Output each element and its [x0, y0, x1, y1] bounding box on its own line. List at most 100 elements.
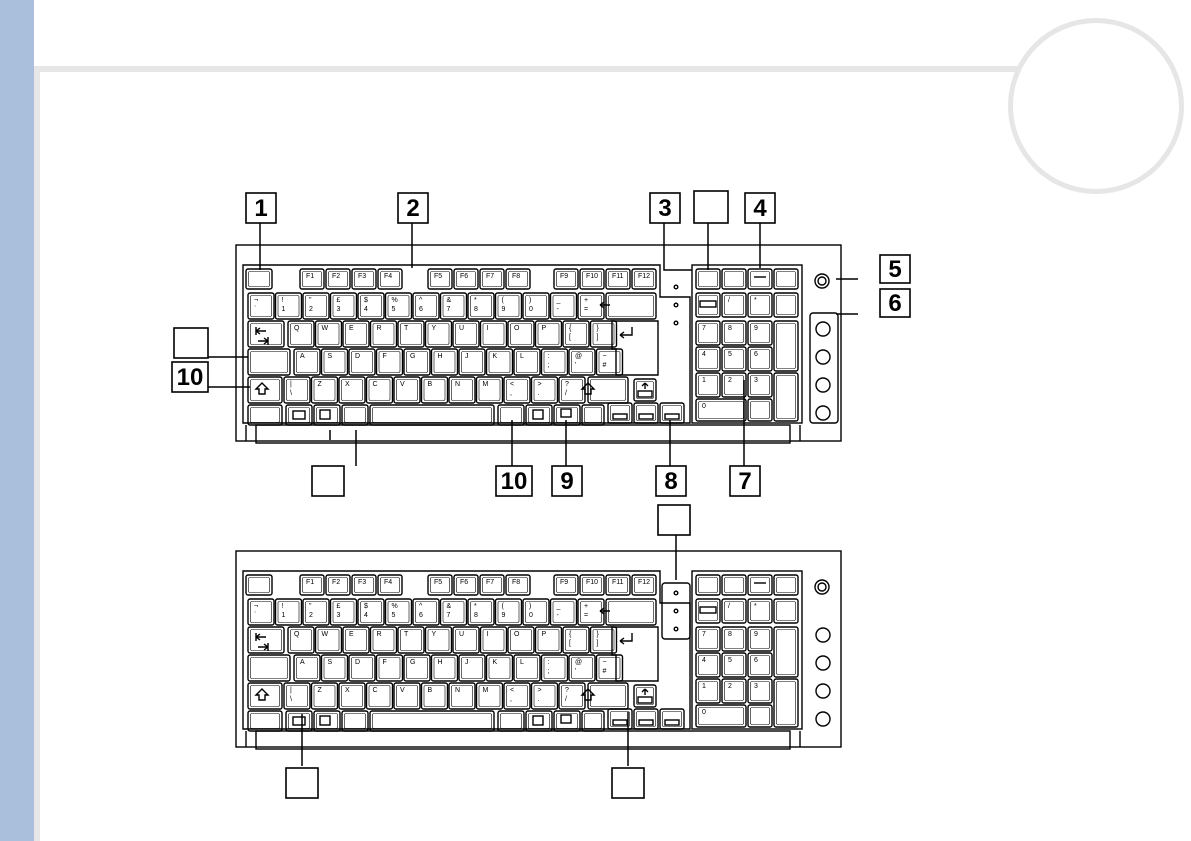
numpad-divide-key-inner: [724, 601, 744, 621]
key-row3-inner: [433, 351, 456, 373]
key-row4: [503, 682, 531, 710]
f-key-F1-legend: F1: [306, 273, 314, 280]
numpad-minus-key: [773, 598, 799, 624]
f-key-F9-legend: F9: [560, 273, 568, 280]
key-row3: [430, 654, 459, 682]
callout-2-text: 2: [406, 195, 419, 222]
key-row4-inner: [561, 685, 583, 707]
numpad-key-8: [721, 626, 747, 652]
key-row2-inner: [565, 323, 587, 345]
ctrl-left-key: [247, 404, 283, 426]
numpad-key-4-inner: [698, 655, 718, 675]
key-row2-legend: R: [377, 325, 382, 332]
menu-key: [553, 710, 581, 732]
numpad-key-1: [695, 678, 721, 704]
callout-1: 1: [245, 192, 277, 224]
callout-blank-b-box: [173, 327, 209, 359]
key-row3-legend: ': [575, 668, 576, 675]
key-row1-inner: [415, 295, 437, 317]
f-key-F2: [325, 574, 351, 596]
right-shift-key: [587, 376, 629, 404]
key-row4: [365, 682, 394, 710]
key-row4-inner: [478, 379, 501, 401]
key-row3: [430, 348, 459, 376]
key-row2-inner: [400, 629, 422, 651]
key-row2: [479, 626, 508, 654]
key-row4-legend: Z: [318, 381, 323, 388]
f-key-F1-inner: [302, 577, 322, 593]
f-key-F11: [605, 268, 631, 290]
key-row3-legend: H: [438, 659, 443, 666]
numpad-key-9: [747, 626, 773, 652]
key-row4-inner: [478, 685, 501, 707]
key-row1-legend: ¬: [254, 603, 258, 610]
key-row2-inner: [345, 629, 367, 651]
numpad-key-2: [721, 678, 747, 704]
key-row1-inner: [525, 601, 547, 623]
numpad-key-2: [721, 372, 747, 398]
numpad-outline: [691, 570, 803, 730]
arrow-up-label: [637, 390, 653, 398]
power-button-inner: [817, 582, 827, 592]
key-row4: [338, 682, 366, 710]
menu-icon: [560, 408, 572, 418]
numpad-zero-key: [695, 704, 747, 728]
callout-10-bottom-box: [495, 465, 533, 497]
numpad-key-7-inner: [698, 323, 718, 343]
key-row1-legend: *: [474, 603, 477, 610]
key-row2-legend: E: [349, 325, 354, 332]
key-row2-inner: [290, 323, 312, 345]
numpad-divide-key: [721, 292, 747, 318]
callout-2: 2: [397, 192, 429, 224]
key-row2-legend: I: [487, 631, 489, 638]
key-row2-legend: Y: [432, 631, 437, 638]
callout-10-bottom: 10: [495, 465, 533, 497]
keyboard-case: [235, 550, 842, 748]
key-row1-legend: !: [282, 603, 284, 610]
key-row4-legend: X: [345, 381, 350, 388]
space-bar-inner: [372, 407, 492, 423]
key-row1: [384, 598, 413, 626]
key-row3-inner: [323, 351, 346, 373]
f-key-F11-legend: F11: [612, 273, 624, 280]
key-row4: [393, 376, 421, 404]
numpad-zero-key-legend: 0: [702, 403, 706, 410]
key-row3-inner: [406, 351, 428, 373]
key-row3-inner: [461, 657, 483, 679]
key-row2-legend: P: [542, 631, 547, 638]
numpad-multiply-key-legend: *: [754, 603, 757, 610]
tab-key: [247, 626, 285, 654]
f-key-F8: [505, 574, 531, 596]
fn-key-inner: [288, 713, 310, 729]
key-row3-legend: @: [575, 659, 582, 666]
arrow-right-key: [659, 402, 685, 424]
key-row1-inner: [332, 295, 355, 317]
key-row2: [424, 626, 453, 654]
callout-5-box: [879, 254, 911, 284]
key-row3-inner: [571, 351, 593, 373]
key-row3-legend: J: [465, 659, 469, 666]
key-row3-legend: #: [603, 362, 607, 369]
numpad-dot-key: [747, 398, 773, 422]
numpad-key-3-inner: [750, 375, 770, 395]
key-row3: [458, 654, 486, 682]
tab-arrows: [255, 327, 269, 345]
f-key-F7-legend: F7: [486, 579, 494, 586]
numpad-top-key-inner: [750, 577, 770, 593]
main-block-outline: [242, 264, 691, 424]
key-row1-legend: =: [584, 612, 588, 619]
key-row1-legend: 3: [337, 612, 341, 619]
key-row1: [439, 292, 468, 320]
callout-10-left: 10: [171, 361, 209, 393]
callout-9-box: [551, 465, 583, 497]
numpad-divide-key-legend: /: [728, 603, 730, 610]
key-row2-inner: [372, 323, 395, 345]
key-row1-inner: [305, 295, 327, 317]
callout-1-box: [245, 192, 277, 224]
arrow-left-key-inner: [610, 405, 630, 421]
num-lock-key: [695, 598, 721, 624]
numpad-top-key-inner: [724, 271, 744, 287]
key-row2: [589, 320, 618, 348]
numpad-top-key: [721, 268, 747, 290]
key-row1-legend: ": [309, 297, 312, 304]
